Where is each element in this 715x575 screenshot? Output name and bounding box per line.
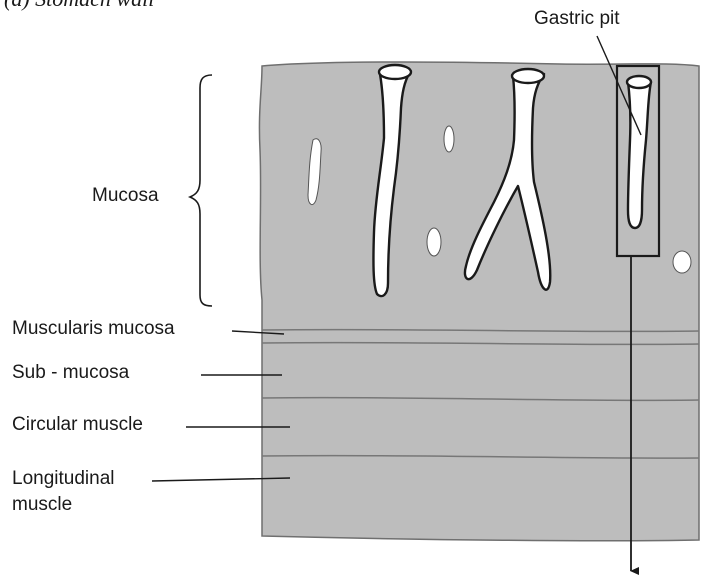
sub-mucosa-label: Sub - mucosa [12, 362, 129, 385]
gastric-pit-label: Gastric pit [534, 8, 620, 31]
circular-muscle-label: Circular muscle [12, 414, 143, 437]
mucosa-hole-3 [427, 228, 441, 256]
muscularis-mucosa-label: Muscularis mucosa [12, 318, 175, 341]
mucosa-hole-2 [444, 126, 454, 152]
mucosa-brace [190, 75, 212, 306]
mucosa-hole-4 [673, 251, 691, 273]
gastric-pit-opening [627, 76, 651, 88]
longitudinal-muscle-label-line2: muscle [12, 494, 72, 517]
longitudinal-muscle-label-line1: Longitudinal [12, 468, 114, 491]
gastric-gland-1-opening [379, 65, 411, 79]
gastric-gland-2-opening [512, 69, 544, 83]
mucosa-label: Mucosa [92, 185, 159, 208]
